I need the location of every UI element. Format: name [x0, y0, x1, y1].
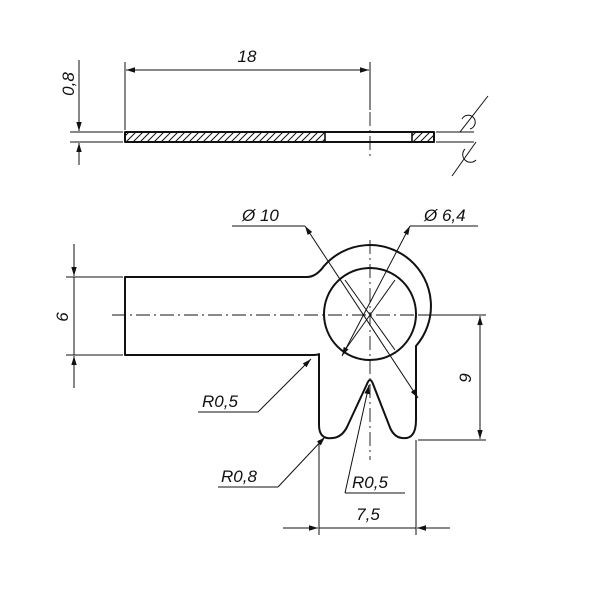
hatch-line	[195, 132, 207, 142]
fork-height-label: 9	[456, 373, 475, 383]
plate-section-outline	[124, 131, 435, 143]
section-hatching	[105, 132, 353, 142]
hatch-line	[412, 132, 417, 137]
hatch-line	[286, 132, 298, 142]
hatch-line	[244, 132, 256, 142]
edge-symbol-top	[459, 95, 489, 133]
outer-diameter-label: Ø 10	[241, 206, 279, 225]
hatch-line	[279, 132, 291, 142]
front-view: Ø 10 Ø 6,4 6 9 7,5 R0,5 R0,8	[53, 206, 486, 535]
radius-upper-label: R0,5	[202, 392, 238, 411]
hatch-line	[209, 132, 221, 142]
hatch-line	[237, 132, 249, 142]
hatch-line	[125, 132, 130, 137]
hatch-line	[112, 132, 122, 142]
hatch-line	[223, 132, 235, 142]
hatch-line	[399, 132, 409, 142]
hatch-line	[329, 132, 339, 142]
hatch-line	[307, 132, 319, 142]
hatch-line	[160, 132, 172, 142]
hatch-line	[441, 132, 451, 142]
dimension-thickness-label: 0,8	[59, 72, 78, 96]
hole-diameter-label: Ø 6,4	[423, 206, 466, 225]
leader-radius-lower	[277, 436, 326, 488]
radius-lower-label: R0,8	[221, 467, 257, 486]
radius-notch-label: R0,5	[352, 473, 388, 492]
hatch-line	[174, 132, 186, 142]
leader-hole-diameter	[341, 225, 411, 357]
hatch-line	[272, 132, 284, 142]
hatch-line	[202, 132, 214, 142]
hatch-line	[293, 132, 305, 142]
hatch-line	[139, 132, 151, 142]
hatch-line	[188, 132, 200, 142]
hatch-line	[216, 132, 228, 142]
hatch-line	[448, 132, 458, 142]
leader-radius-notch	[344, 384, 370, 494]
hatch-line	[153, 132, 165, 142]
hatch-line	[132, 132, 144, 142]
hatch-line	[321, 138, 325, 142]
section-hatching	[392, 132, 458, 142]
side-view: 18 0,8	[59, 47, 489, 177]
hatch-line	[336, 132, 346, 142]
hatch-line	[258, 132, 270, 142]
leader-outer-diameter	[304, 225, 419, 399]
hatch-line	[167, 132, 179, 142]
leader-radius-upper	[257, 358, 312, 413]
hatch-line	[251, 132, 263, 142]
hatch-line	[412, 132, 424, 142]
arm-height-label: 6	[53, 312, 72, 322]
dimension-length-label: 18	[238, 47, 257, 66]
hatch-line	[125, 132, 137, 142]
hatch-line	[105, 132, 115, 142]
hatch-line	[146, 132, 158, 142]
hatch-line	[426, 134, 434, 142]
hatch-line	[314, 132, 325, 142]
hatch-line	[230, 132, 242, 142]
hatch-line	[300, 132, 312, 142]
hatch-line	[343, 132, 353, 142]
hatch-line	[265, 132, 277, 142]
fork-width-label: 7,5	[356, 505, 380, 524]
edge-symbol-bottom	[451, 141, 477, 177]
hatch-line	[433, 141, 434, 142]
hatch-line	[181, 132, 193, 142]
hatch-line	[392, 132, 402, 142]
hatch-line	[419, 132, 431, 142]
